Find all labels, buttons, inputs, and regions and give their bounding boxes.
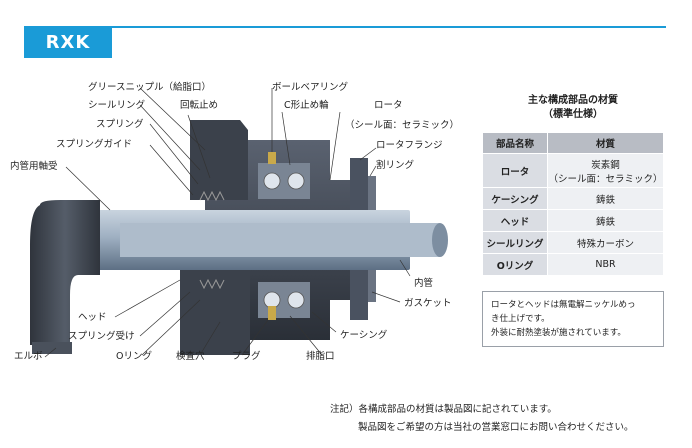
elbow-shape — [30, 200, 100, 345]
model-badge: RXK — [24, 26, 112, 58]
material-cell: 炭素鋼 （シール面：セラミック） — [547, 153, 664, 188]
leader-lines — [44, 87, 411, 358]
table-row: ヘッド 鋳鉄 — [482, 209, 664, 232]
head-upper — [190, 120, 248, 200]
materials-title-line1: 主な構成部品の材質 — [528, 95, 618, 106]
table-row: ケーシング 鋳鉄 — [482, 187, 664, 210]
plug-shape — [268, 306, 276, 320]
footnote-line1: 注記）各構成部品の材質は製品図に記されています。 — [330, 404, 557, 415]
label-gasket: ガスケット — [404, 298, 452, 309]
rotary-joint-cross-section — [30, 87, 448, 358]
materials-title-line2: （標準仕様） — [543, 109, 603, 120]
note-line2: き仕上げです。 — [491, 314, 550, 324]
table-row: ロータ 炭素鋼 （シール面：セラミック） — [482, 153, 664, 188]
label-rotor: ロータ — [374, 100, 403, 111]
table-row: Oリング NBR — [482, 253, 664, 276]
material-cell: 鋳鉄 — [547, 187, 664, 210]
material-cell: 特殊カーボン — [547, 231, 664, 254]
label-o-ring: Oリング — [116, 351, 152, 362]
label-casing: ケーシング — [340, 330, 388, 341]
finish-note: ロータとヘッドは無電解ニッケルめっ き仕上げです。 外装に耐熱塗装が施されていま… — [482, 291, 664, 347]
header-rule — [24, 26, 666, 28]
table-row: シールリング 特殊カーボン — [482, 231, 664, 254]
part-cell: Oリング — [482, 253, 548, 276]
label-split-ring: 割リング — [376, 160, 415, 171]
label-drain-port: 排脂口 — [306, 351, 335, 362]
label-elbow: エルボ — [14, 351, 43, 362]
label-head: ヘッド — [78, 312, 107, 323]
label-spring: スプリング — [96, 119, 144, 130]
label-anti-rotation: 回転止め — [180, 100, 219, 111]
label-inner-pipe-seat: 内管用軸受 — [10, 161, 58, 172]
label-seal-ring: シールリング — [88, 100, 146, 111]
label-plug: プラグ — [232, 351, 261, 362]
head-lower — [180, 270, 250, 355]
material-cell: NBR — [547, 253, 664, 276]
label-inspection-hole: 検査穴 — [176, 351, 205, 362]
label-inner-pipe: 内管 — [414, 278, 434, 289]
label-ball-bearing: ボールベアリング — [272, 82, 349, 93]
material-cell: 鋳鉄 — [547, 209, 664, 232]
header-part: 部品名称 — [482, 132, 548, 154]
spring-coils — [199, 190, 225, 290]
footnote: 注記）各構成部品の材質は製品図に記されています。 製品図をご希望の方は当社の営業… — [330, 401, 634, 437]
materials-title: 主な構成部品の材質 （標準仕様） — [482, 94, 664, 122]
header-material: 材質 — [547, 132, 664, 154]
label-c-retaining-ring: C形止め輪 — [284, 100, 329, 111]
part-cell: ケーシング — [482, 187, 548, 210]
label-spring-seat: スプリング受け — [68, 331, 135, 342]
part-cell: ロータ — [482, 153, 548, 188]
label-rotor-note: （シール面：セラミック） — [345, 120, 460, 131]
ball-bearings — [258, 163, 310, 318]
part-cell: ヘッド — [482, 209, 548, 232]
inner-pipe-end — [432, 223, 448, 257]
table-header-row: 部品名称 材質 — [482, 132, 664, 154]
grease-nipple-shape — [268, 152, 276, 164]
material-line1: 炭素鋼 — [591, 159, 620, 171]
materials-table: 部品名称 材質 ロータ 炭素鋼 （シール面：セラミック） ケーシング 鋳鉄 ヘッ… — [482, 132, 664, 276]
label-spring-guide: スプリングガイド — [56, 139, 133, 150]
label-rotor-flange: ロータフランジ — [376, 140, 443, 151]
part-cell: シールリング — [482, 231, 548, 254]
note-line3: 外装に耐熱塗装が施されています。 — [491, 328, 626, 338]
elbow-thread — [32, 342, 72, 354]
label-grease-nipple: グリースニップル（給脂口） — [88, 82, 212, 93]
footnote-line2: 製品図をご希望の方は当社の営業窓口にお問い合わせください。 — [358, 422, 634, 433]
note-line1: ロータとヘッドは無電解ニッケルめっ — [491, 300, 636, 310]
material-line2: （シール面：セラミック） — [548, 173, 663, 185]
inner-pipe-shape — [120, 223, 440, 257]
